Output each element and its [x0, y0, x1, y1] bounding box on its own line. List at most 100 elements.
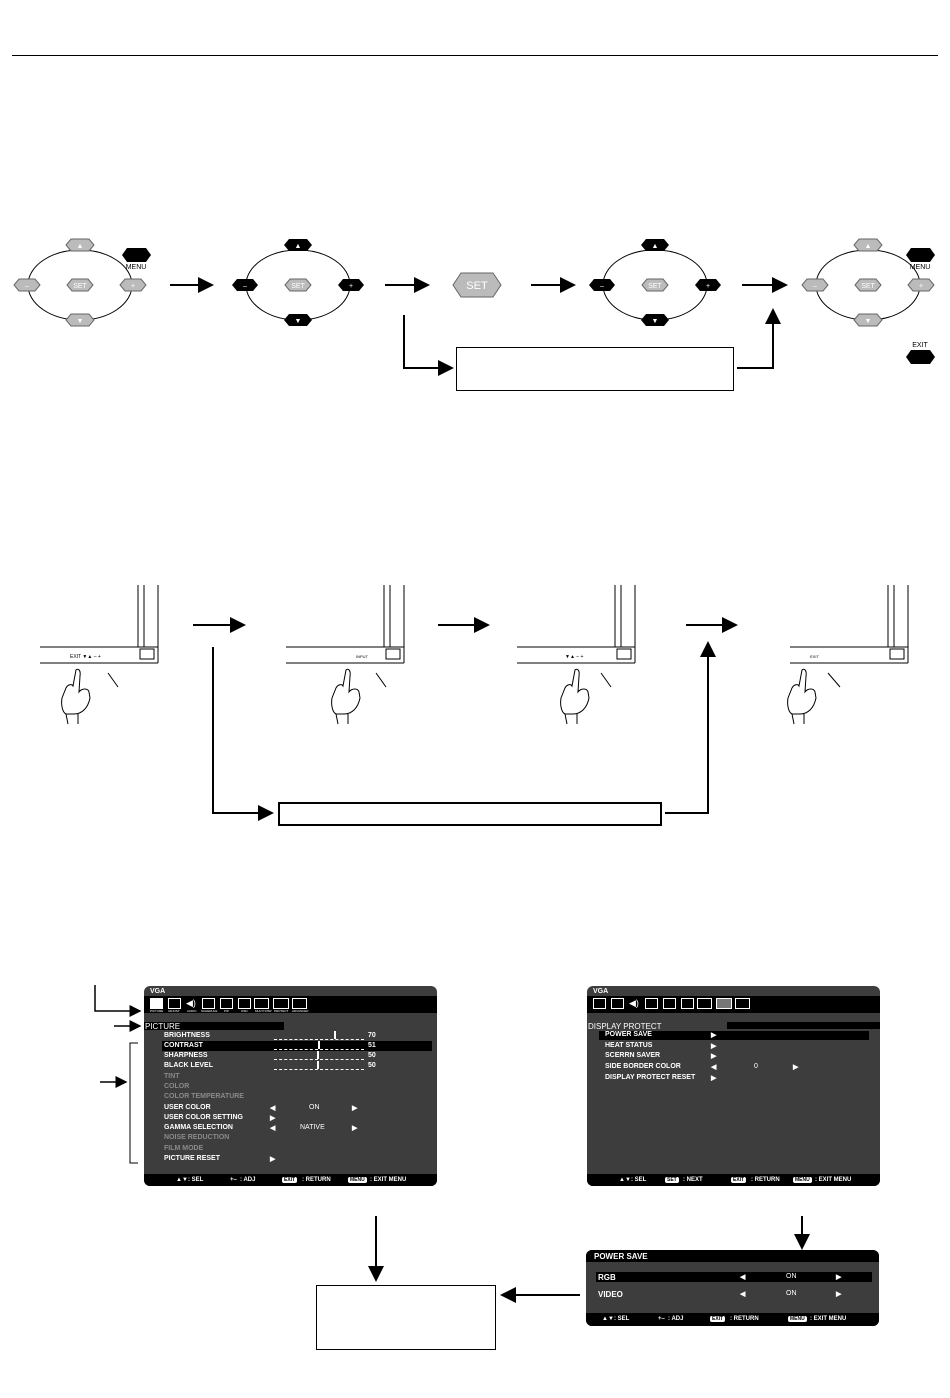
footer-sel: : SEL: [631, 1177, 647, 1183]
protect-tab-icon[interactable]: [273, 998, 289, 1009]
right-arrow-icon[interactable]: ▶: [711, 1053, 717, 1060]
gamma-value: NATIVE: [300, 1124, 325, 1131]
icon-label: AUDIO: [187, 1009, 197, 1013]
menu-row-display-protect-reset[interactable]: DISPLAY PROTECT RESET: [605, 1074, 696, 1081]
osd-source-title: VGA: [593, 988, 609, 995]
svg-text:▼: ▼: [77, 318, 84, 325]
menu-row-brightness[interactable]: BRIGHTNESS: [164, 1032, 210, 1039]
black-level-slider-knob: [317, 1061, 319, 1069]
right-arrow-icon[interactable]: ▶: [711, 1043, 717, 1050]
menu-row-picture-reset[interactable]: PICTURE RESET: [164, 1155, 221, 1162]
osd-display-protect-menu: VGA ◀) DISPLAY PROTECT POWER SAVE HEAT S…: [587, 986, 880, 1186]
menu-row-sharpness[interactable]: SHARPNESS: [164, 1052, 208, 1059]
svg-text:▼: ▼: [865, 318, 872, 325]
osd-footer: ▲▼ : SEL +– : ADJ EXIT : RETURN MENU : E…: [144, 1174, 437, 1186]
left-arrow-icon[interactable]: ◀: [711, 1064, 717, 1071]
sharpness-slider[interactable]: [274, 1055, 364, 1060]
left-arrow-icon[interactable]: ◀: [740, 1291, 746, 1298]
protect-tab-icon[interactable]: [716, 998, 732, 1009]
panel-bypass-note-box: [278, 802, 662, 826]
multi-disp-tab-icon[interactable]: [254, 998, 269, 1009]
menu-row-heat-status[interactable]: HEAT STATUS: [605, 1042, 653, 1049]
audio-tab-icon[interactable]: ◀): [629, 998, 639, 1008]
right-arrow-icon[interactable]: ▶: [836, 1274, 842, 1281]
brightness-slider[interactable]: [274, 1035, 364, 1040]
svg-text:MENU: MENU: [910, 264, 931, 271]
selected-row-highlight: [596, 1272, 872, 1282]
menu-row-tint: TINT: [164, 1073, 180, 1080]
svg-text:SET: SET: [466, 280, 488, 292]
audio-tab-icon[interactable]: ◀): [186, 998, 196, 1008]
panel-step-3: ▼▲ – +: [517, 585, 636, 725]
menu-row-power-save[interactable]: POWER SAVE: [605, 1031, 652, 1038]
menu-row-user-color-setting[interactable]: USER COLOR SETTING: [164, 1114, 243, 1121]
right-arrow-icon[interactable]: ▶: [836, 1291, 842, 1298]
picture-tab-icon[interactable]: [593, 998, 606, 1009]
icon-label: PROTECT: [274, 1009, 289, 1013]
multi-disp-tab-icon[interactable]: [697, 998, 712, 1009]
sel-icon: ▲▼: [176, 1177, 188, 1183]
menu-row-black-level[interactable]: BLACK LEVEL: [164, 1062, 213, 1069]
menu-key: MENU: [788, 1316, 807, 1322]
osd-tab-icon[interactable]: [681, 998, 694, 1009]
right-arrow-icon[interactable]: ▶: [270, 1156, 276, 1163]
section-bar: [144, 1022, 284, 1030]
right-arrow-icon[interactable]: ▶: [711, 1075, 717, 1082]
left-arrow-icon[interactable]: ◀: [740, 1274, 746, 1281]
panel-step-2: INPUT: [286, 585, 405, 725]
set-button-step: SET: [452, 272, 502, 298]
remote-pad-3: ▲ ▼ – + SET: [589, 239, 721, 326]
pip-tab-icon[interactable]: [220, 998, 233, 1009]
menu-row-user-color[interactable]: USER COLOR: [164, 1104, 211, 1111]
adjust-tab-icon[interactable]: [168, 998, 181, 1009]
selected-row-highlight: [162, 1041, 432, 1051]
svg-text:▼: ▼: [652, 318, 659, 325]
osd-callout-arrows: [94, 985, 142, 1164]
osd-power-save-menu: POWER SAVE RGB ◀ ON ▶ VIDEO ◀ ON ▶ ▲▼ : …: [586, 1250, 879, 1326]
advanced-tab-icon[interactable]: [292, 998, 307, 1009]
right-arrow-icon[interactable]: ▶: [711, 1032, 717, 1039]
advanced-tab-icon[interactable]: [735, 998, 750, 1009]
schedule-tab-icon[interactable]: [202, 998, 215, 1009]
menu-row-screen-saver[interactable]: SCERRN SAVER: [605, 1052, 661, 1059]
black-level-slider[interactable]: [274, 1065, 364, 1070]
schedule-tab-icon[interactable]: [645, 998, 658, 1009]
pip-tab-icon[interactable]: [663, 998, 676, 1009]
svg-text:EXIT: EXIT: [810, 654, 819, 659]
right-arrow-icon[interactable]: ▶: [352, 1105, 358, 1112]
contrast-value: 51: [368, 1042, 376, 1049]
footer-return: : RETURN: [302, 1177, 331, 1183]
menu-row-side-border-color[interactable]: SIDE BORDER COLOR: [605, 1063, 681, 1070]
icon-label: SCHEDULE: [201, 1009, 218, 1013]
left-arrow-icon[interactable]: ◀: [270, 1125, 276, 1132]
adj-icon: +–: [658, 1316, 665, 1322]
result-note-box: [316, 1285, 496, 1350]
section-title: DISPLAY PROTECT: [588, 1022, 662, 1031]
right-arrow-icon[interactable]: ▶: [270, 1115, 276, 1122]
icon-label: OSD: [241, 1009, 248, 1013]
right-arrow-icon[interactable]: ▶: [352, 1125, 358, 1132]
remote-pad-1: ▲ ▼ – + SET MENU: [13, 238, 151, 327]
adjust-tab-icon[interactable]: [611, 998, 624, 1009]
svg-text:–: –: [600, 283, 604, 290]
right-arrow-icon[interactable]: ▶: [793, 1064, 799, 1071]
svg-text:EXIT: EXIT: [912, 342, 928, 349]
contrast-slider[interactable]: [274, 1045, 364, 1050]
exit-key: EXIT: [282, 1177, 298, 1183]
svg-text:+: +: [706, 283, 710, 290]
menu-row-rgb[interactable]: RGB: [598, 1273, 616, 1282]
icon-label: PIP: [224, 1009, 229, 1013]
svg-text:MENU: MENU: [126, 264, 147, 271]
header-rule: [12, 55, 938, 56]
osd-tab-icon[interactable]: [238, 998, 251, 1009]
brightness-slider-knob: [334, 1031, 336, 1039]
picture-tab-icon[interactable]: [150, 998, 163, 1009]
left-arrow-icon[interactable]: ◀: [270, 1105, 276, 1112]
menu-row-video[interactable]: VIDEO: [598, 1290, 623, 1299]
osd-icon-bar: ◀) PICTURE ADJUST AUDIO SCHEDULE PIP OSD…: [144, 996, 437, 1013]
menu-row-gamma-selection[interactable]: GAMMA SELECTION: [164, 1124, 233, 1131]
set-key: SET: [665, 1177, 679, 1183]
osd-title: POWER SAVE: [594, 1252, 648, 1261]
side-border-color-value: 0: [754, 1063, 758, 1070]
menu-row-contrast[interactable]: CONTRAST: [164, 1042, 203, 1049]
